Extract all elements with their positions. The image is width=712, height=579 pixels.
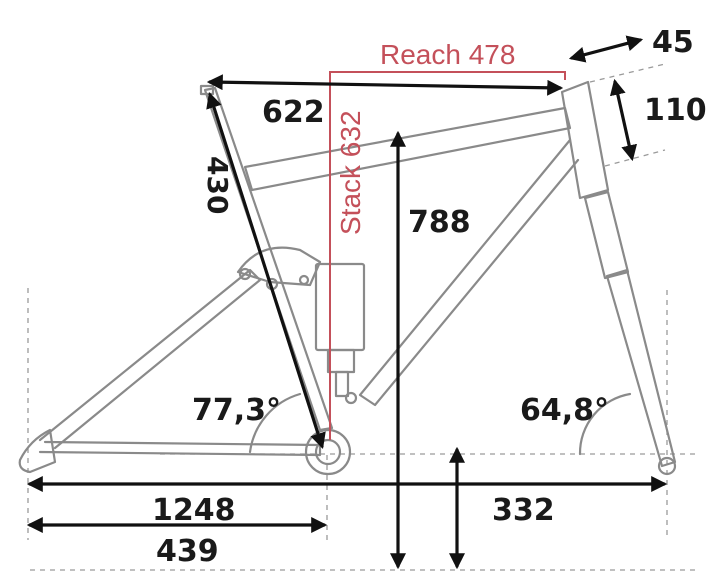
chainstay-label: 439: [156, 534, 219, 569]
top-tube-arrow: [206, 74, 564, 96]
dimension-arrows: [26, 35, 668, 570]
head-angle-label: 64,8°: [520, 393, 609, 428]
head-tube-label: 110: [644, 93, 707, 128]
wheelbase-label: 1248: [152, 493, 236, 528]
seat-tube-arrow: [206, 91, 326, 450]
front-center-label: 332: [492, 493, 555, 528]
reach-stack-lines: [329, 71, 566, 440]
top-tube-label: 622: [262, 95, 325, 130]
head-tube-arrow: [609, 78, 638, 162]
stack-label: Stack 632: [335, 110, 366, 235]
seat-tube-label: 430: [201, 156, 234, 214]
reach-label: Reach 478: [380, 39, 515, 70]
height-label: 788: [408, 205, 471, 240]
stem-offset-label: 45: [652, 25, 694, 60]
stem-offset-arrow: [568, 35, 644, 63]
seat-angle-label: 77,3°: [192, 393, 281, 428]
